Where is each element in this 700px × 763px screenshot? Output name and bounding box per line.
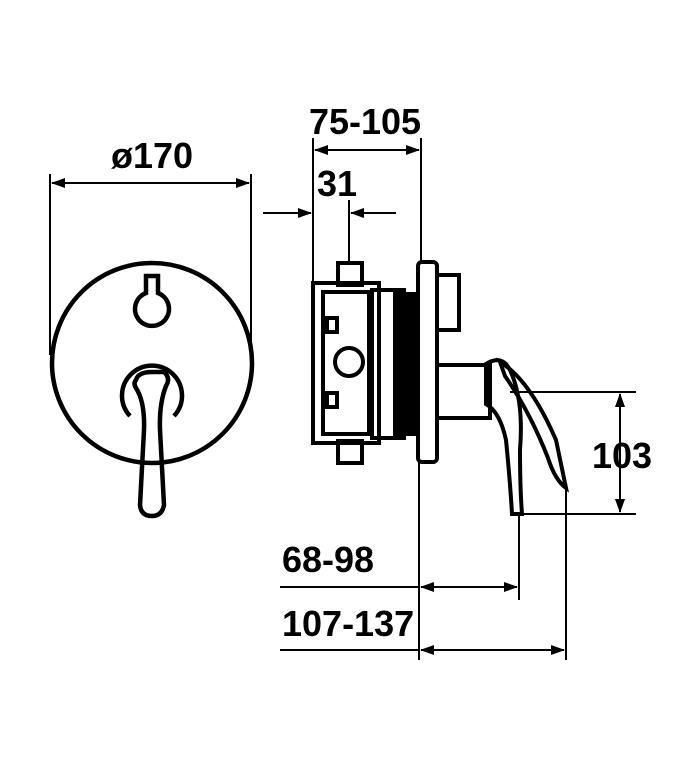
dim-label-lever-height: 103 [592,435,652,476]
dim-lever-height: 103 [510,391,652,515]
dim-label-diameter: ø170 [111,135,193,176]
dim-label-lever-end: 107-137 [282,603,414,644]
dim-body-depth: 75-105 [309,101,422,283]
diverter-profile [435,273,461,332]
side-view [311,260,570,516]
dim-lever-tip: 68-98 [280,462,520,660]
lever-handle [132,369,171,519]
rosette-plate [49,260,255,466]
lug-bottom [336,439,364,465]
tab-left-1 [325,316,339,334]
body-inner [321,290,371,436]
dim-lever-end: 107-137 [280,488,567,660]
dim-rosette-diameter: ø170 [49,135,252,355]
tab-left-2 [325,391,339,409]
dim-label-lever-tip: 68-98 [282,539,374,580]
dim-label-body-offset: 31 [317,163,357,204]
diverter-keyhole [132,273,172,329]
inlet-boss [333,346,365,378]
cartridge-core [393,292,419,436]
rosette-profile [416,260,439,464]
lever-shank [437,363,492,420]
dim-body-offset: 31 [263,163,396,263]
front-view [49,260,255,519]
lever-blade [496,357,570,493]
lever-hub [119,363,185,418]
dim-label-body-depth: 75-105 [309,101,421,142]
